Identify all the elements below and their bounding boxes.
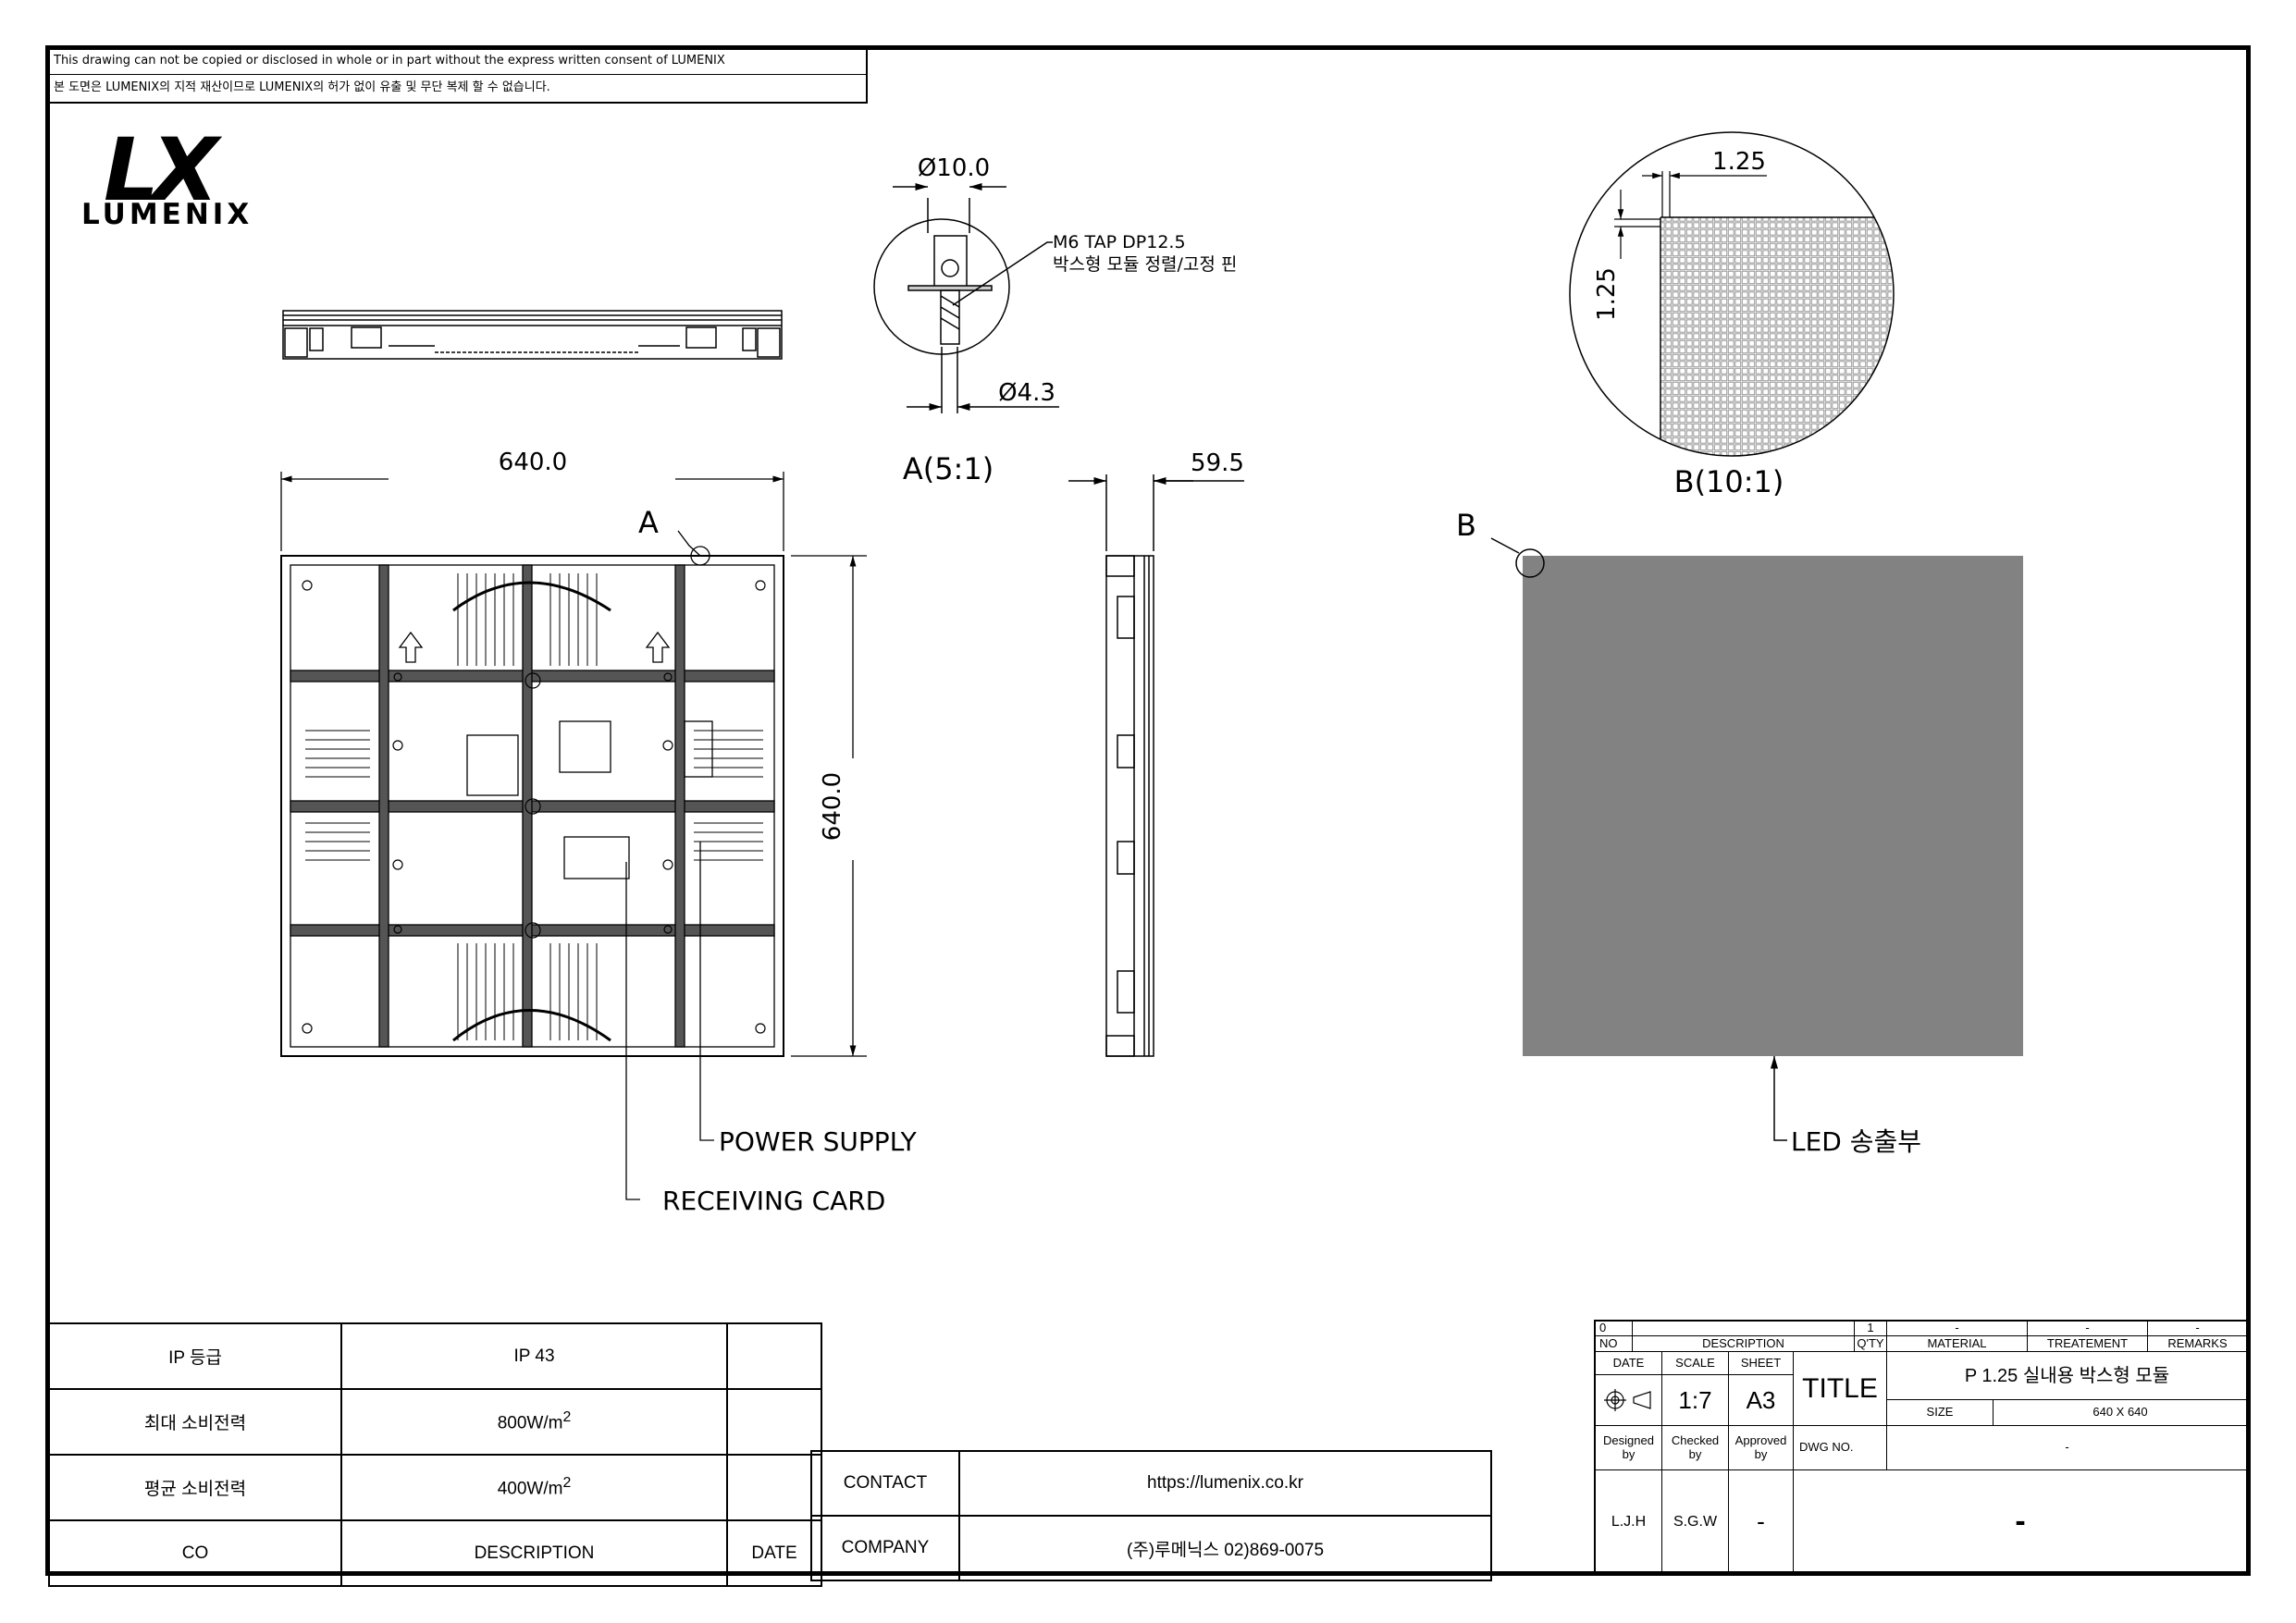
bottom-value: - <box>1794 1470 2248 1574</box>
contact-table: CONTACT https://lumenix.co.kr COMPANY (주… <box>810 1450 1492 1581</box>
spec-value: IP 43 <box>340 1322 728 1390</box>
lumenix-logo-mark: LX <box>104 120 218 221</box>
title-label: TITLE <box>1794 1352 1887 1426</box>
table-row: 최대 소비전력 800W/m2 <box>48 1388 822 1456</box>
sheet-value: A3 <box>1729 1375 1794 1426</box>
notice-korean: 본 도면은 LUMENIX의 지적 재산이므로 LUMENIX의 허가 없이 유… <box>54 80 550 94</box>
detail-a-label: A(5:1) <box>903 451 994 486</box>
approver-name: - <box>1729 1470 1794 1574</box>
spec-label: CO <box>48 1519 342 1587</box>
spec-label: 최대 소비전력 <box>48 1388 342 1456</box>
led-view-annotations <box>1490 537 1787 1141</box>
top-view <box>282 310 783 360</box>
header-qty: Q'TY <box>1855 1336 1887 1352</box>
header-sheet: SHEET <box>1729 1352 1794 1375</box>
rev-no: 0 <box>1596 1322 1633 1336</box>
projection-symbol-icon <box>1603 1389 1651 1411</box>
contact-url[interactable]: https://lumenix.co.kr <box>958 1450 1492 1517</box>
rev-treatment: - <box>2028 1322 2148 1336</box>
header-scale: SCALE <box>1662 1352 1729 1375</box>
rev-material: - <box>1887 1322 2028 1336</box>
rev-remarks: - <box>2148 1322 2248 1336</box>
spec-unit-sup: 2 <box>562 1475 572 1492</box>
spec-value: 400W/m <box>497 1479 563 1499</box>
title-block: 0 1 - - - NO DESCRIPTION Q'TY MATERIAL T… <box>1594 1320 2248 1574</box>
dim-b-horizontal: 1.25 <box>1712 148 1766 176</box>
checker-name: S.G.W <box>1662 1470 1729 1574</box>
rev-qty: 1 <box>1855 1322 1887 1336</box>
designed-by-label: Designed by <box>1596 1426 1662 1470</box>
front-view <box>280 472 867 1200</box>
led-surface <box>1523 556 2023 1056</box>
dim-width: 640.0 <box>499 449 567 476</box>
header-date: DATE <box>1596 1352 1662 1375</box>
dim-depth: 59.5 <box>1191 449 1244 477</box>
detail-a-note-2: 박스형 모듈 정렬/고정 핀 <box>1053 254 1237 275</box>
approved-by-label: Approved by <box>1729 1426 1794 1470</box>
detail-b-label: B(10:1) <box>1674 464 1784 499</box>
spec-value-cell: 400W/m2 <box>340 1454 728 1521</box>
spec-label: 평균 소비전력 <box>48 1454 342 1521</box>
callout-power-supply: POWER SUPPLY <box>719 1126 918 1157</box>
company-label: COMPANY <box>810 1515 960 1581</box>
spec-table: IP 등급 IP 43 최대 소비전력 800W/m2 평균 소비전력 400W… <box>48 1322 822 1587</box>
lumenix-logo-text: LUMENIX <box>81 198 253 231</box>
size-label: SIZE <box>1887 1400 1994 1426</box>
spec-blank <box>726 1454 822 1521</box>
side-view <box>1068 474 1244 1057</box>
rev-description <box>1633 1322 1855 1336</box>
spec-blank <box>726 1388 822 1456</box>
table-row: 평균 소비전력 400W/m2 <box>48 1454 822 1521</box>
dwg-no-label: DWG NO. <box>1794 1426 1887 1470</box>
spec-blank <box>726 1322 822 1390</box>
detail-a <box>873 182 1059 413</box>
scale-value: 1:7 <box>1662 1375 1729 1426</box>
dim-b-vertical: 1.25 <box>1593 267 1621 321</box>
table-row: CO DESCRIPTION DATE <box>48 1519 822 1587</box>
spec-date-header: DATE <box>726 1519 822 1587</box>
header-description: DESCRIPTION <box>1633 1336 1855 1352</box>
ref-a: A <box>638 505 659 540</box>
spec-value: 800W/m <box>497 1413 563 1433</box>
checked-by-label: Checked by <box>1662 1426 1729 1470</box>
spec-label: IP 등급 <box>48 1322 342 1390</box>
projection-symbol-cell <box>1596 1375 1662 1426</box>
dwg-no-value: - <box>1887 1426 2248 1470</box>
callout-led: LED 송출부 <box>1791 1126 1921 1157</box>
spec-value-cell: 800W/m2 <box>340 1388 728 1456</box>
header-no: NO <box>1596 1336 1633 1352</box>
company-value: (주)루메닉스 02)869-0075 <box>958 1515 1492 1581</box>
dim-a-top: Ø10.0 <box>918 154 990 182</box>
table-row: IP 등급 IP 43 <box>48 1322 822 1390</box>
header-treatment: TREATEMENT <box>2028 1336 2148 1352</box>
ref-b: B <box>1456 508 1476 543</box>
title-value: P 1.25 실내용 박스형 모듈 <box>1887 1352 2248 1400</box>
copyright-notice: This drawing can not be copied or disclo… <box>48 48 868 104</box>
dim-height: 640.0 <box>819 772 846 841</box>
callout-receiving-card: RECEIVING CARD <box>662 1186 885 1216</box>
table-row: CONTACT https://lumenix.co.kr <box>810 1450 1492 1517</box>
header-material: MATERIAL <box>1887 1336 2028 1352</box>
designer-name: L.J.H <box>1596 1470 1662 1574</box>
notice-english: This drawing can not be copied or disclo… <box>48 48 866 75</box>
header-remarks: REMARKS <box>2148 1336 2248 1352</box>
detail-a-note-1: M6 TAP DP12.5 <box>1053 232 1186 252</box>
contact-label: CONTACT <box>810 1450 960 1517</box>
dim-a-bottom: Ø4.3 <box>998 379 1055 407</box>
table-row: COMPANY (주)루메닉스 02)869-0075 <box>810 1515 1492 1581</box>
size-value: 640 X 640 <box>1994 1400 2248 1426</box>
spec-value: DESCRIPTION <box>340 1519 728 1587</box>
spec-unit-sup: 2 <box>562 1409 572 1426</box>
